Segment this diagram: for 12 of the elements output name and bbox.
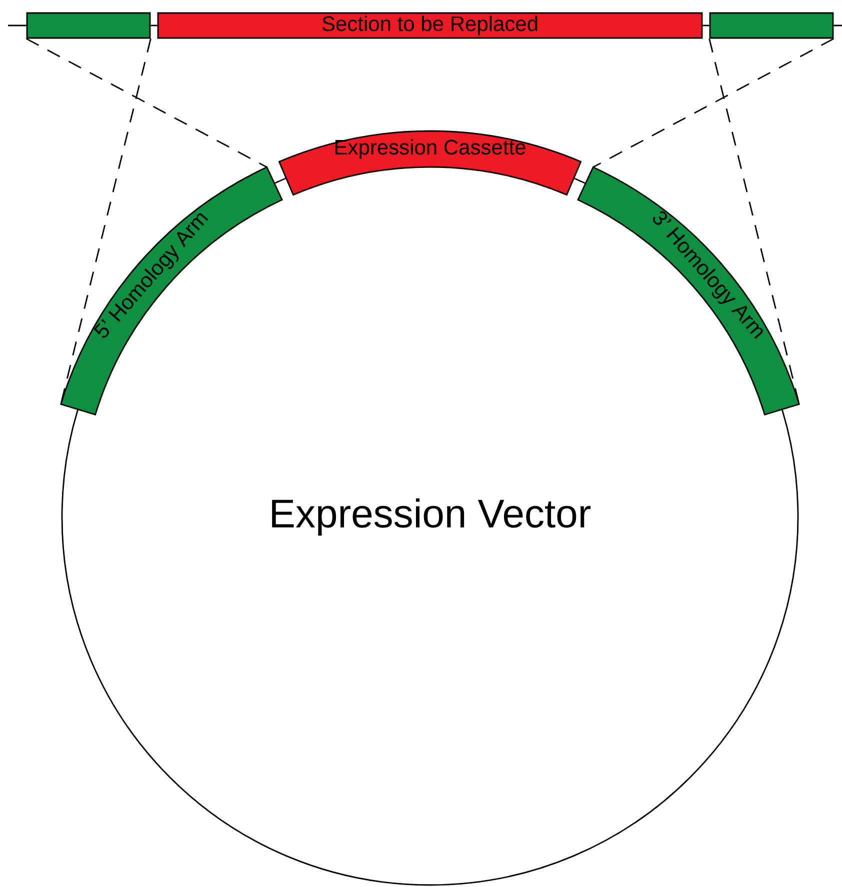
dashed-line <box>26 38 268 168</box>
dna-line <box>702 24 710 26</box>
dashed-line <box>60 38 152 404</box>
dashed-line <box>592 38 834 168</box>
segment-box <box>26 12 151 39</box>
arc-segment: Expression Cassette <box>278 130 582 196</box>
dna-line <box>150 24 158 26</box>
dna-line <box>8 24 26 26</box>
dna-line <box>834 24 842 26</box>
segment-box: Section to be Replaced <box>157 12 703 39</box>
segment-box <box>709 12 834 39</box>
dashed-line <box>708 38 800 404</box>
